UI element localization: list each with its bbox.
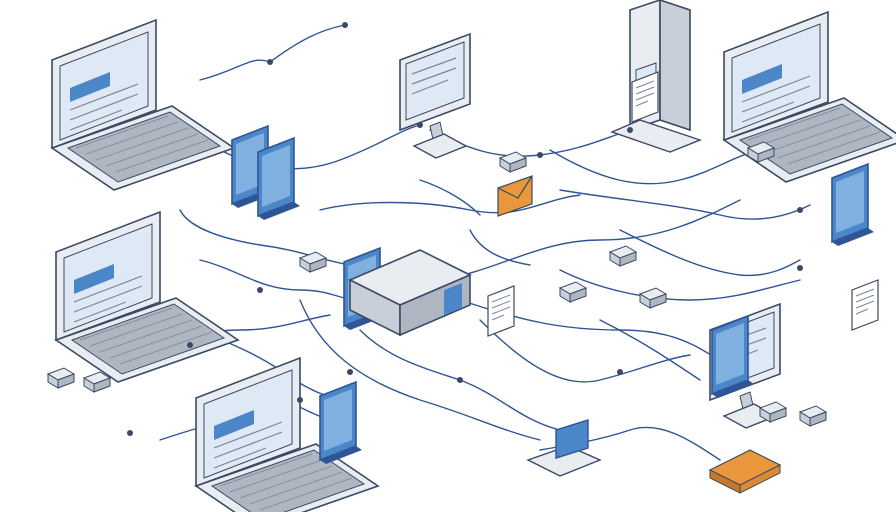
package-icon xyxy=(708,449,782,494)
router-icon xyxy=(609,245,637,267)
tablet-icon xyxy=(257,137,301,221)
laptop-icon xyxy=(51,19,235,191)
router-icon xyxy=(83,371,111,393)
printer-icon xyxy=(348,249,472,337)
monitor-icon xyxy=(399,33,471,159)
router-icon xyxy=(559,281,587,303)
laptop-icon xyxy=(55,211,239,383)
document-icon xyxy=(851,279,879,331)
envelope-icon xyxy=(497,175,533,217)
connector-nodes xyxy=(127,22,803,436)
router-icon xyxy=(799,405,827,427)
phone-icon xyxy=(319,381,363,465)
router-icon xyxy=(299,251,327,273)
laptop-icon xyxy=(526,419,602,477)
tablet-icon xyxy=(711,315,755,399)
router-icon xyxy=(47,367,75,389)
router-icon xyxy=(639,287,667,309)
phone-icon xyxy=(831,163,875,247)
document-icon xyxy=(487,285,515,337)
